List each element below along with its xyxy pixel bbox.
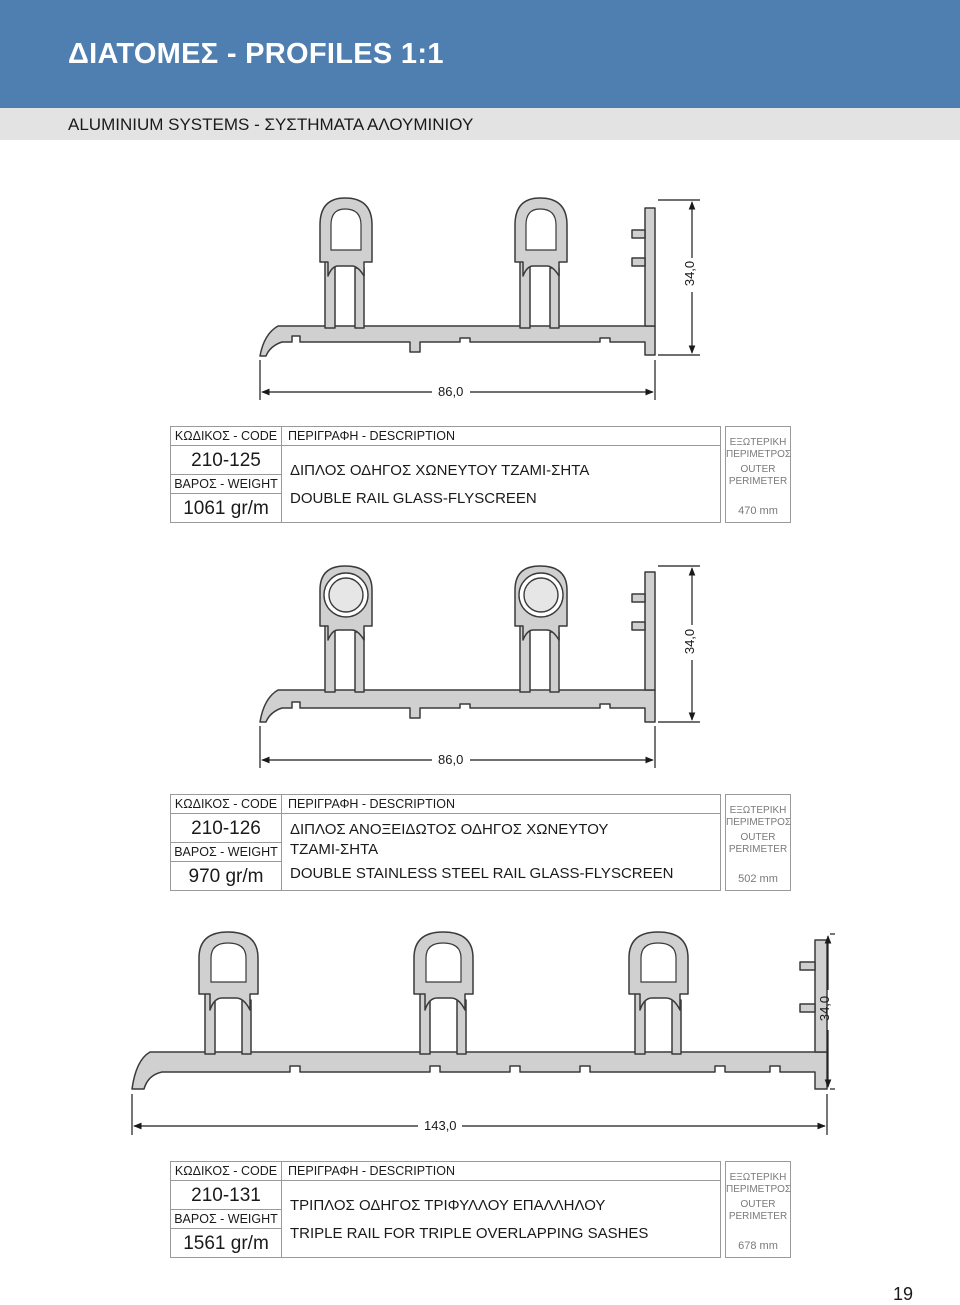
description-box: ΤΡΙΠΛΟΣ ΟΔΗΓΟΣ ΤΡΙΦΥΛΛΟΥ ΕΠΑΛΛΗΛΟΥ TRIPL… [281, 1180, 721, 1258]
page-number: 19 [893, 1284, 914, 1304]
page-subheader: ALUMINIUM SYSTEMS - ΣΥΣΤΗΜΑΤΑ ΑΛΟΥΜΙΝΙΟΥ [0, 108, 960, 140]
perimeter-label-gr-1: ΕΞΩΤΕΡΙΚΗ [729, 437, 787, 448]
weight-label: ΒΑΡΟΣ - WEIGHT [170, 1209, 282, 1229]
description-line-2: TRIPLE RAIL FOR TRIPLE OVERLAPPING SASHE… [290, 1225, 649, 1242]
description-line-2: DOUBLE RAIL GLASS-FLYSCREEN [290, 490, 537, 507]
code-value: 210-131 [170, 1180, 282, 1210]
description-line-1: ΔΙΠΛΟΣ ΟΔΗΓΟΣ ΧΩΝΕΥΤΟΥ ΤΖΑΜΙ-ΣΗΤΑ [290, 462, 590, 479]
code-label: ΚΩΔΙΚΟΣ - CODE [170, 1161, 282, 1181]
perimeter-label-gr-1: ΕΞΩΤΕΡΙΚΗ [729, 805, 787, 816]
description-box: ΔΙΠΛΟΣ ΑΝΟΞΕΙΔΩΤΟΣ ΟΔΗΓΟΣ ΧΩΝΕΥΤΟΥ ΤΖΑΜΙ… [281, 813, 721, 891]
code-value: 210-126 [170, 813, 282, 843]
description-label: ΠΕΡΙΓΡΑΦΗ - DESCRIPTION [281, 1161, 721, 1181]
weight-value: 1561 gr/m [170, 1228, 282, 1258]
description-label: ΠΕΡΙΓΡΑΦΗ - DESCRIPTION [281, 426, 721, 446]
perimeter-label-gr-1: ΕΞΩΤΕΡΙΚΗ [729, 1172, 787, 1183]
page-subtitle: ALUMINIUM SYSTEMS - ΣΥΣΤΗΜΑΤΑ ΑΛΟΥΜΙΝΙΟΥ [68, 115, 474, 134]
code-label: ΚΩΔΙΚΟΣ - CODE [170, 794, 282, 814]
height-dimension: 34,0 [817, 995, 833, 1022]
perimeter-label-en-1: OUTER [740, 464, 776, 475]
description-line-2: ΤΖΑΜΙ-ΣΗΤΑ [290, 841, 379, 858]
perimeter-label-en-2: PERIMETER [728, 1211, 788, 1222]
perimeter-label-gr-2: ΠΕΡΙΜΕΤΡΟΣ [726, 1184, 792, 1195]
weight-value: 970 gr/m [170, 861, 282, 891]
perimeter-label-en-1: OUTER [740, 832, 776, 843]
weight-label: ΒΑΡΟΣ - WEIGHT [170, 842, 282, 862]
description-line-1: ΔΙΠΛΟΣ ΑΝΟΞΕΙΔΩΤΟΣ ΟΔΗΓΟΣ ΧΩΝΕΥΤΟΥ [290, 821, 609, 838]
perimeter-box: ΕΞΩΤΕΡΙΚΗ ΠΕΡΙΜΕΤΡΟΣ OUTER PERIMETER 470… [725, 426, 791, 523]
code-value: 210-125 [170, 445, 282, 475]
perimeter-label-en-2: PERIMETER [728, 844, 788, 855]
perimeter-box: ΕΞΩΤΕΡΙΚΗ ΠΕΡΙΜΕΤΡΟΣ OUTER PERIMETER 502… [725, 794, 791, 891]
profile-drawing-210-131 [131, 931, 835, 1135]
perimeter-label-gr-2: ΠΕΡΙΜΕΤΡΟΣ [726, 449, 792, 460]
description-line-1: ΤΡΙΠΛΟΣ ΟΔΗΓΟΣ ΤΡΙΦΥΛΛΟΥ ΕΠΑΛΛΗΛΟΥ [290, 1197, 606, 1214]
width-dimension: 86,0 [438, 384, 464, 399]
profile-drawing-210-126 [259, 565, 700, 768]
weight-label: ΒΑΡΟΣ - WEIGHT [170, 474, 282, 494]
perimeter-value: 678 mm [738, 1240, 778, 1252]
height-dimension: 34,0 [682, 260, 698, 287]
page-header: ΔΙΑΤΟΜΕΣ - PROFILES 1:1 [0, 0, 960, 108]
description-box: ΔΙΠΛΟΣ ΟΔΗΓΟΣ ΧΩΝΕΥΤΟΥ ΤΖΑΜΙ-ΣΗΤΑ DOUBLE… [281, 445, 721, 523]
width-dimension: 86,0 [438, 752, 464, 767]
perimeter-value: 502 mm [738, 873, 778, 885]
perimeter-label-en-2: PERIMETER [728, 476, 788, 487]
perimeter-label-gr-2: ΠΕΡΙΜΕΤΡΟΣ [726, 817, 792, 828]
perimeter-label-en-1: OUTER [740, 1199, 776, 1210]
profile-drawing-210-125 [259, 197, 700, 400]
code-label: ΚΩΔΙΚΟΣ - CODE [170, 426, 282, 446]
height-dimension: 34,0 [682, 628, 698, 655]
perimeter-box: ΕΞΩΤΕΡΙΚΗ ΠΕΡΙΜΕΤΡΟΣ OUTER PERIMETER 678… [725, 1161, 791, 1258]
width-dimension: 143,0 [424, 1118, 457, 1133]
description-label: ΠΕΡΙΓΡΑΦΗ - DESCRIPTION [281, 794, 721, 814]
page-title: ΔΙΑΤΟΜΕΣ - PROFILES 1:1 [68, 38, 444, 70]
weight-value: 1061 gr/m [170, 493, 282, 523]
perimeter-value: 470 mm [738, 505, 778, 517]
description-line-3: DOUBLE STAINLESS STEEL RAIL GLASS-FLYSCR… [290, 865, 674, 882]
